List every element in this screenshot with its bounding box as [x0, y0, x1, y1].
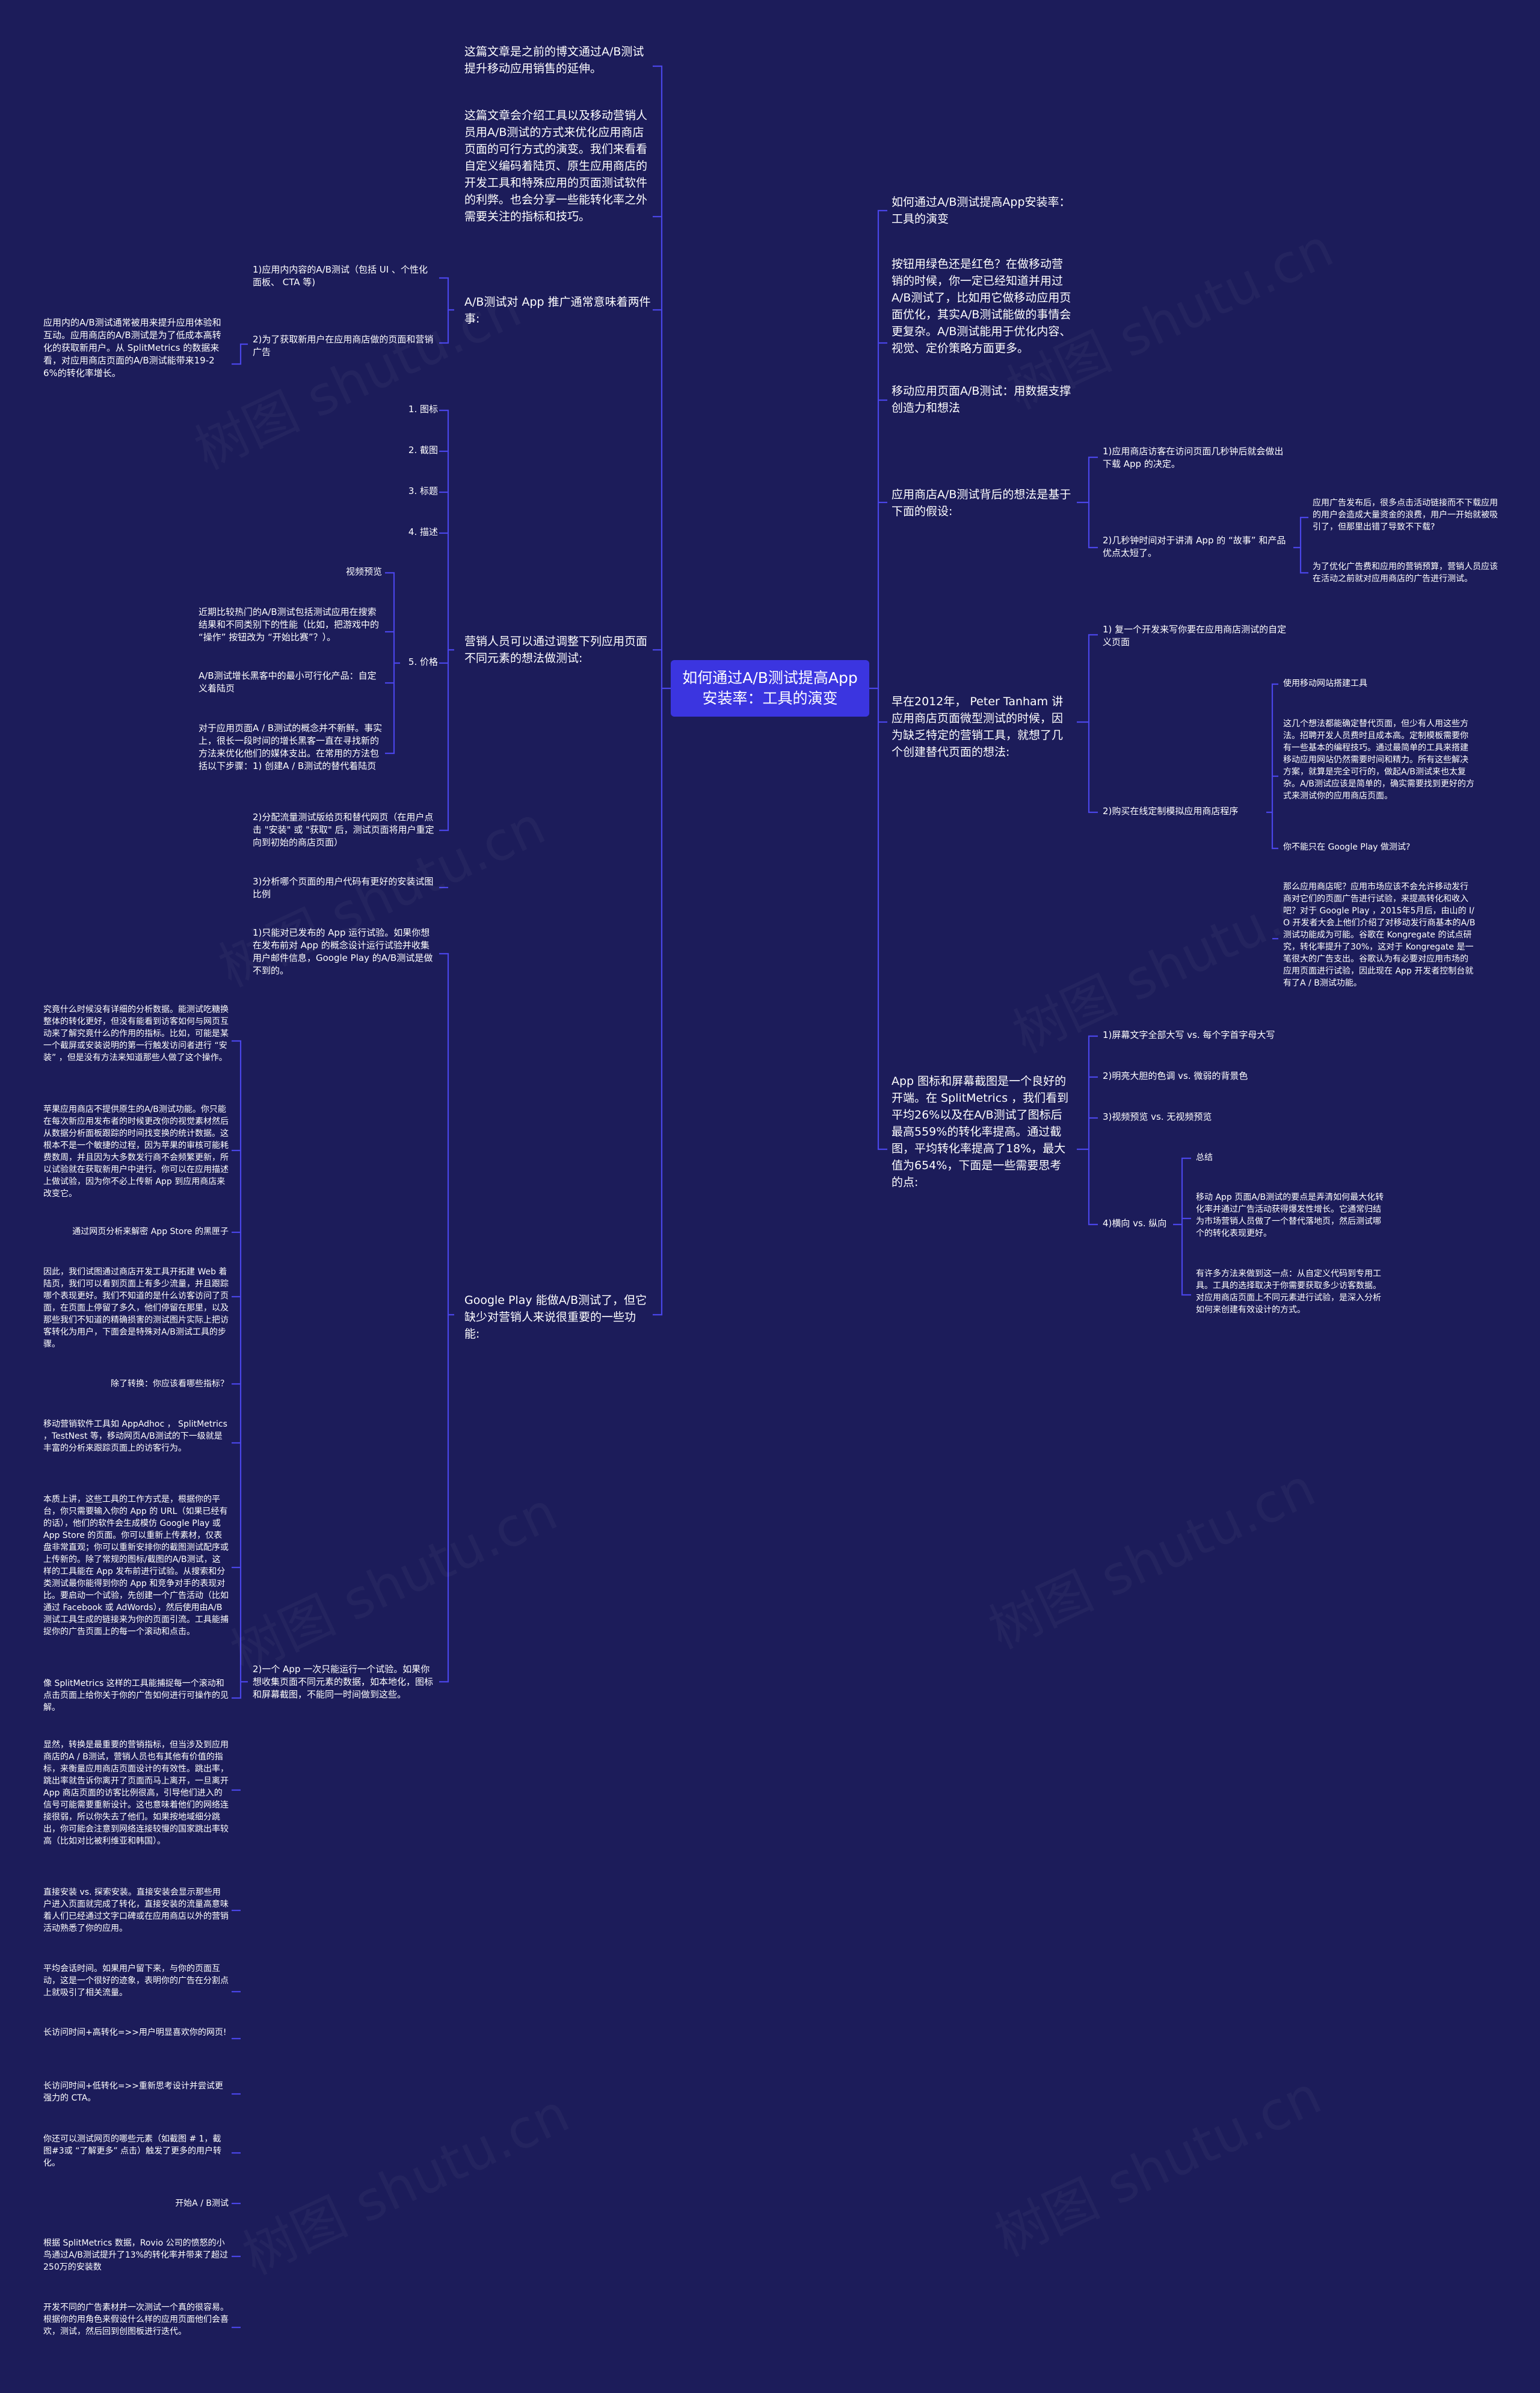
list-item[interactable]: 直接安装 vs. 探索安装。直接安装会显示那些用户进入页面就完成了转化，直接安装… — [43, 1888, 229, 1933]
subtopic-node[interactable]: 1)只能对已发布的 App 运行试验。如果你想在发布前对 App 的概念设计运行… — [253, 927, 433, 976]
subtopic-node[interactable]: 2)几秒钟时间对于讲清 App 的 “故事” 和产品优点太短了。 — [1103, 535, 1286, 558]
subtopic-node[interactable]: 1. 图标 — [408, 404, 438, 415]
detail-node[interactable]: 应用广告发布后，很多点击活动链接而不下载应用的用户会造成大量资金的浪费，用户一开… — [1313, 498, 1498, 532]
detail-node[interactable]: 那么应用商店呢？应用市场应该不会允许移动发行商对它们的页面广告进行试验，来提高转… — [1283, 882, 1476, 988]
detail-node[interactable]: A/B测试增长黑客中的最小可行化产品：自定义着陆页 — [199, 670, 377, 694]
list-item[interactable]: 平均会话时间。如果用户留下来，与你的页面互动，这是一个很好的迹象，表明你的广告在… — [43, 1964, 229, 1998]
topic-node[interactable]: 这篇文章是之前的博文通过A/B测试提升移动应用销售的延伸。 — [464, 45, 644, 75]
detail-node[interactable]: 为了优化广告费和应用的营销预算，营销人员应该在活动之前就对应用商店的广告进行测试… — [1313, 562, 1498, 584]
root-node[interactable]: 如何通过A/B测试提高App安装率：工具的演变 — [671, 660, 869, 717]
detail-node[interactable]: 近期比较热门的A/B测试包括测试应用在搜索结果和不同类别下的性能（比如，把游戏中… — [199, 607, 382, 643]
subtopic-node[interactable]: 2)购买在线定制模拟应用商店程序 — [1103, 806, 1239, 817]
subtopic-node[interactable]: 3. 标题 — [408, 486, 438, 496]
subtopic-node[interactable]: 3)分析哪个页面的用户代码有更好的安装试图比例 — [253, 876, 434, 900]
detail-node[interactable]: 使用移动网站搭建工具 — [1283, 679, 1367, 688]
subtopic-node[interactable]: 5. 价格 — [408, 656, 438, 667]
subtopic-node[interactable]: 1)应用商店访客在访问页面几秒钟后就会做出下载 App 的决定。 — [1103, 446, 1284, 469]
subtopic-node[interactable]: 3)视频预览 vs. 无视频预览 — [1103, 1111, 1212, 1122]
topic-node[interactable]: Google Play 能做A/B测试了，但它缺少对营销人来说很重要的一些功能: — [464, 1294, 647, 1341]
list-item[interactable]: 根据 SplitMetrics 数据，Rovio 公司的愤怒的小鸟通过A/B测试… — [43, 2238, 229, 2272]
detail-node[interactable]: 有许多方法来做到这一点：从自定义代码到专用工具。工具的选择取决于你需要获取多少访… — [1196, 1269, 1381, 1315]
subtopic-node[interactable]: 1) 复一个开发来写你要在应用商店测试的自定义页面 — [1103, 624, 1287, 647]
detail-node[interactable]: 总结 — [1196, 1153, 1213, 1163]
topic-node[interactable]: 营销人员可以通过调整下列应用页面不同元素的想法做测试: — [464, 635, 648, 665]
list-item[interactable]: 因此，我们试图通过商店开发工具开拓建 Web 着陆页，我们可以看到页面上有多少流… — [43, 1267, 229, 1349]
detail-node[interactable]: 这几个想法都能确定替代页面，但少有人用这些方法。招聘开发人员费时且成本高。定制模… — [1283, 719, 1474, 801]
list-item[interactable]: 长访问时间+高转化=>>用户明显喜欢你的网页! — [43, 2028, 227, 2037]
list-item[interactable]: 长访问时间+低转化=>>重新思考设计并尝试更强力的 CTA。 — [43, 2081, 223, 2103]
list-item[interactable]: 开始A / B测试 — [175, 2199, 229, 2208]
topic-node[interactable]: 按钮用绿色还是红色？在做移动营销的时候，你一定已经知道并用过A/B测试了，比如用… — [892, 258, 1071, 355]
list-item[interactable]: 苹果应用商店不提供原生的A/B测试功能。你只能在每次新应用发布者的时候更改你的视… — [43, 1105, 229, 1199]
subtopic-node[interactable]: 2)明亮大胆的色调 vs. 微弱的背景色 — [1103, 1070, 1248, 1081]
list-item[interactable]: 本质上讲，这些工具的工作方式是，根据你的平台，你只需要输入你的 App 的 UR… — [43, 1495, 229, 1637]
list-item[interactable]: 移动营销软件工具如 AppAdhoc ， SplitMetrics ，TestN… — [43, 1419, 230, 1453]
list-item[interactable]: 像 SplitMetrics 这样的工具能捕捉每一个滚动和点击页面上给你关于你的… — [43, 1679, 229, 1712]
subtopic-node[interactable]: 1)屏幕文字全部大写 vs. 每个字首字母大写 — [1103, 1030, 1275, 1040]
subtopic-node[interactable]: 2)为了获取新用户在应用商店做的页面和营销广告 — [253, 334, 434, 357]
list-item[interactable]: 通过网页分析来解密 App Store 的黑匣子 — [72, 1227, 229, 1237]
subtopic-node[interactable]: 2)分配流量测试版给页和替代网页（在用户点击 "安装" 或 "获取" 后，测试页… — [253, 812, 434, 848]
list-item[interactable]: 显然，转换是最重要的营销指标，但当涉及到应用商店的A / B测试，营销人员也有其… — [43, 1740, 232, 1846]
topic-node[interactable]: 如何通过A/B测试提高App安装率：工具的演变 — [892, 196, 1071, 226]
subtopic-node[interactable]: 1)应用内内容的A/B测试（包括 UI 、个性化面板、 CTA 等) — [253, 264, 428, 288]
detail-node[interactable]: 视频预览 — [345, 566, 382, 577]
detail-node[interactable]: 你不能只在 Google Play 做测试? — [1283, 842, 1411, 852]
topic-node[interactable]: 移动应用页面A/B测试：用数据支撑创造力和想法 — [892, 384, 1071, 415]
subtopic-node[interactable]: 4)横向 vs. 纵向 — [1103, 1218, 1167, 1229]
detail-node[interactable]: 对于应用页面A / B测试的概念并不新鲜。事实上，很长一段时间的增长黑客一直在寻… — [199, 723, 383, 771]
subtopic-node[interactable]: 2. 截图 — [408, 445, 438, 455]
topic-node[interactable]: App 图标和屏幕截图是一个良好的开端。在 SplitMetrics ，我们看到… — [892, 1075, 1069, 1189]
list-item[interactable]: 除了转换：你应该看哪些指标？ — [111, 1379, 229, 1389]
topic-node[interactable]: A/B测试对 App 推广通常意味着两件事: — [464, 295, 651, 326]
topic-node[interactable]: 应用商店A/B测试背后的想法是基于下面的假设: — [892, 488, 1071, 518]
list-item[interactable]: 究竟什么时候没有详细的分析数据。能测试吃糖换整体的转化更好，但没有能看到访客如何… — [43, 1005, 229, 1063]
detail-node[interactable]: 移动 App 页面A/B测试的要点是弄清如何最大化转化率并通过广告活动获得爆发性… — [1196, 1193, 1384, 1238]
list-item[interactable]: 开发不同的广告素材并一次测试一个真的很容易。根据你的用角色来假设什么样的应用页面… — [43, 2303, 229, 2336]
detail-node[interactable]: 应用内的A/B测试通常被用来提升应用体验和互动。应用商店的A/B测试是为了低成本… — [43, 317, 221, 378]
topic-node[interactable]: 早在2012年， Peter Tanham 讲应用商店页面微型测试的时候，因为缺… — [892, 695, 1064, 759]
subtopic-node[interactable]: 2)一个 App 一次只能运行一个试验。如果你想收集页面不同元素的数据，如本地化… — [253, 1664, 434, 1700]
subtopic-node[interactable]: 4. 描述 — [408, 526, 438, 537]
topic-node[interactable]: 这篇文章会介绍工具以及移动营销人员用A/B测试的方式来优化应用商店页面的可行方式… — [464, 109, 648, 223]
list-item[interactable]: 你还可以测试网页的哪些元素（如截图 # 1，截图#3或 “了解更多” 点击）触发… — [43, 2134, 222, 2168]
